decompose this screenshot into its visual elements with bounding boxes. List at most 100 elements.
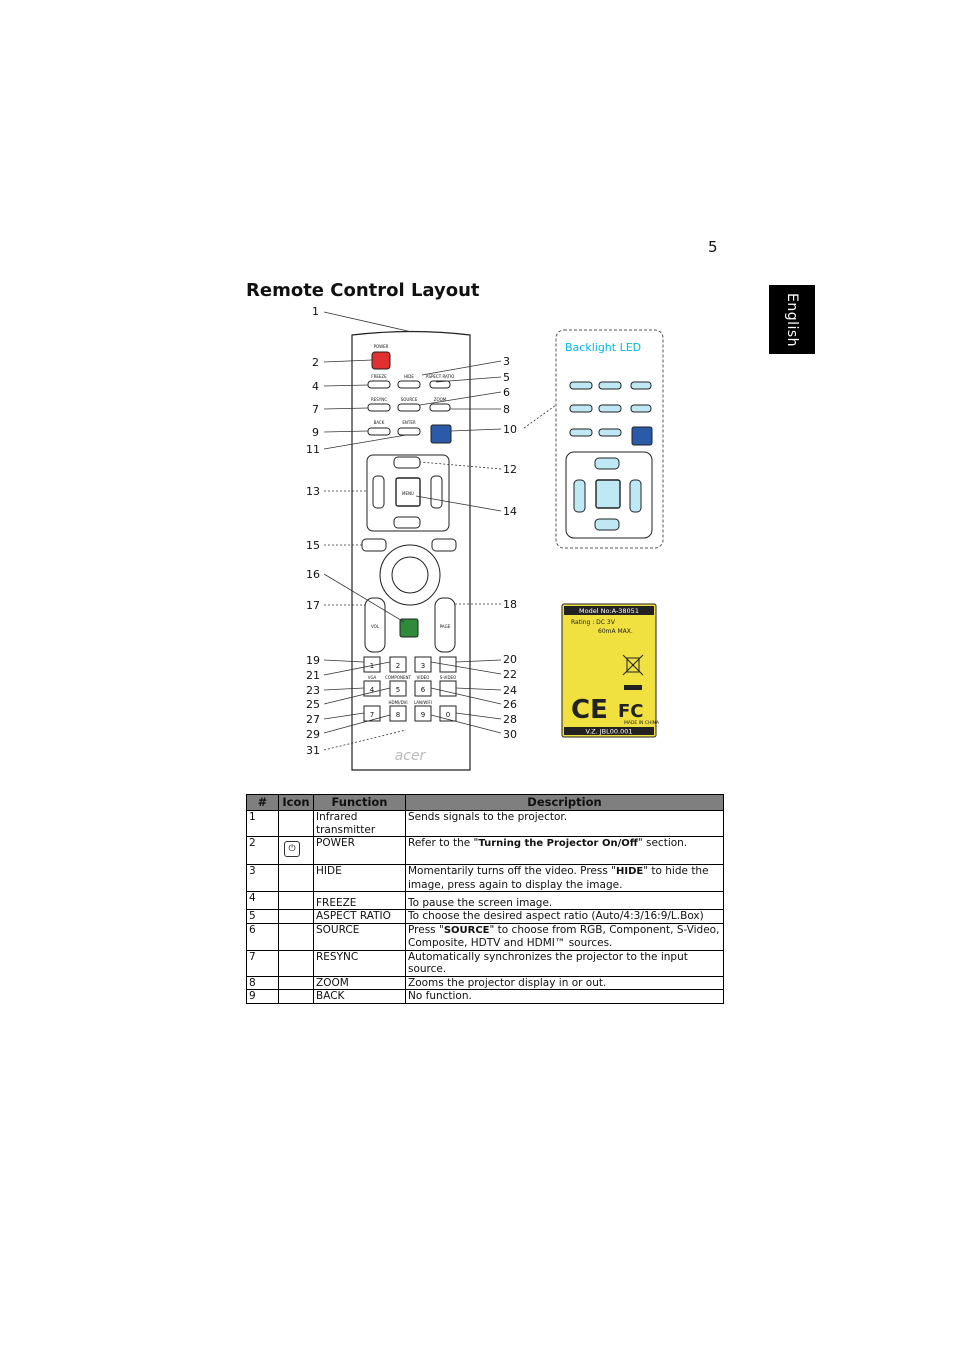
key-label-7: 7: [370, 711, 374, 719]
callout-lines: [323, 311, 557, 751]
callout-20: 20: [503, 653, 517, 666]
callout-6: 6: [503, 386, 510, 399]
header-icon: Icon: [278, 794, 314, 811]
desc-text: " to choose from RGB, Component, S-Video…: [408, 923, 720, 950]
desc-bold: HIDE: [616, 866, 644, 877]
row-function: ZOOM: [313, 975, 406, 990]
left-click-button-image: [361, 538, 387, 552]
row-num: 4: [246, 891, 279, 910]
page-rocker-image: [434, 597, 456, 653]
key-label-9: 9: [421, 711, 425, 719]
backlight-inset: Backlight LED: [555, 329, 664, 549]
backlight-button-image: [430, 424, 452, 444]
row-function: POWER: [313, 836, 406, 865]
power-button-image: [371, 351, 391, 370]
row-description: Sends signals to the projector.: [405, 810, 724, 837]
dpad-right: [430, 475, 443, 509]
row-num: 8: [246, 975, 279, 990]
callout-7: 7: [312, 403, 319, 416]
callout-26: 26: [503, 698, 517, 711]
row-icon: [278, 810, 314, 837]
table-row: 3 HIDE Momentarily turns off the video. …: [246, 864, 724, 892]
remote-zoom-label: ZOOM: [434, 397, 447, 402]
row-icon: [278, 975, 314, 990]
row-description: Zooms the projector display in or out.: [405, 975, 724, 990]
row-icon: [278, 891, 314, 910]
row-description: Press "SOURCE" to choose from RGB, Compo…: [405, 922, 724, 951]
table-header-row: # Icon Function Description: [246, 794, 724, 811]
key-2: [389, 656, 407, 673]
dpad-up: [393, 456, 421, 469]
remote-control-figure: POWER FREEZE HIDE ASPECT RATIO RESYNC SO…: [306, 305, 664, 771]
row-function: BACK: [313, 989, 406, 1004]
remote-enter-label: ENTER: [402, 420, 415, 425]
row-description: Refer to the "Turning the Projector On/O…: [405, 836, 724, 865]
weee-bin-icon: [622, 654, 644, 676]
callout-3: 3: [503, 355, 510, 368]
callout-27: 27: [306, 713, 320, 726]
callout-14: 14: [503, 505, 517, 518]
remote-back-label: BACK: [374, 420, 385, 425]
row-function: Infrared transmitter: [313, 810, 406, 837]
remote-source-label: SOURCE: [401, 397, 418, 402]
key-label-4: 4: [370, 686, 375, 694]
remote-resync-label: RESYNC: [371, 397, 387, 402]
power-icon: ⏻: [284, 841, 300, 857]
row-icon: ⏻: [278, 836, 314, 865]
remote-video-label: VIDEO: [417, 675, 430, 680]
callout-30: 30: [503, 728, 517, 741]
row-icon: [278, 909, 314, 924]
callout-23: 23: [306, 684, 320, 697]
table-row: 1 Infrared transmitter Sends signals to …: [246, 810, 724, 837]
remote-page-label: PAGE: [440, 624, 451, 629]
row-function: HIDE: [313, 864, 406, 892]
remote-vol-label: VOL: [371, 624, 380, 629]
row-num: 5: [246, 909, 279, 924]
dpad-left: [372, 475, 385, 509]
mouse-ring-center: [391, 556, 429, 594]
row-num: 7: [246, 949, 279, 977]
label-plate: Model No:A-38051 Rating : DC 3V 60mA MAX…: [561, 603, 660, 738]
callout-18: 18: [503, 598, 517, 611]
key-1: [363, 656, 381, 673]
desc-bold: Turning the Projector On/Off: [478, 838, 638, 849]
callout-29: 29: [306, 728, 320, 741]
keypad: 1 2 3 4 5 6 7 8 9 0 VGA COMPONENT VIDEO …: [363, 656, 457, 722]
desc-text: " to hide the image, press again to disp…: [408, 865, 709, 891]
function-table: # Icon Function Description 1 Infrared t…: [246, 794, 724, 1004]
row-num: 9: [246, 989, 279, 1004]
row-num: 6: [246, 922, 279, 951]
key-5: [389, 680, 407, 697]
row-num: 3: [246, 864, 279, 892]
table-row: 6 SOURCE Press "SOURCE" to choose from R…: [246, 922, 724, 951]
table-row: 2 ⏻ POWER Refer to the "Turning the Proj…: [246, 836, 724, 865]
desc-text: Momentarily turns off the video. Press ": [408, 865, 616, 877]
remote-hide-label: HIDE: [404, 374, 414, 379]
dpad-down: [393, 516, 421, 529]
row-description: Momentarily turns off the video. Press "…: [405, 864, 724, 892]
callout-31: 31: [306, 744, 320, 757]
fcc-mark-icon: FC: [618, 701, 644, 722]
row-description: To pause the screen image.: [405, 891, 724, 910]
plate-rating: Rating : DC 3V: [571, 619, 616, 626]
callout-10: 10: [503, 423, 517, 436]
zoom-button-image: [429, 403, 451, 412]
desc-text: " section.: [637, 837, 688, 849]
callout-16: 16: [306, 568, 320, 581]
aspect-button-image: [429, 380, 451, 389]
freeze-button-image: [367, 380, 391, 389]
remote-vga-label: VGA: [368, 675, 377, 680]
row-function: SOURCE: [313, 922, 406, 951]
weee-bar: [624, 685, 642, 690]
plate-current: 60mA MAX.: [598, 628, 633, 635]
remote-freeze-label: FREEZE: [371, 374, 387, 379]
desc-bold: SOURCE: [443, 924, 490, 936]
remote-svideo-label: S-VIDEO: [440, 675, 456, 680]
ce-mark-icon: CE: [571, 695, 608, 725]
resync-button-image: [367, 403, 391, 412]
key-0: [439, 705, 457, 722]
row-function: RESYNC: [313, 949, 406, 977]
callout-5: 5: [503, 371, 510, 384]
hide-button-image: [397, 380, 421, 389]
key-9: [414, 705, 432, 722]
